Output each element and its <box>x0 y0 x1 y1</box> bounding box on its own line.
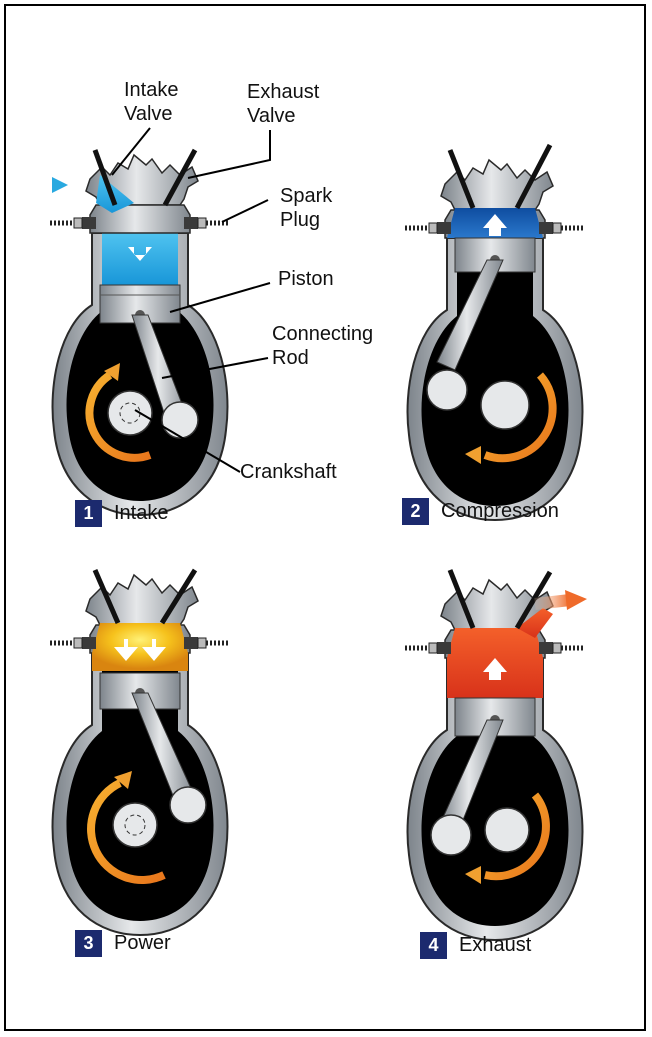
compression-stroke-engine <box>405 143 585 521</box>
stroke-name: Exhaust <box>459 934 532 956</box>
piston-label: Piston <box>278 268 334 290</box>
stroke-name: Power <box>114 932 171 954</box>
step-badge: 3 <box>75 930 102 957</box>
power-stroke-engine <box>50 568 230 936</box>
stroke-caption-1: 1 Intake <box>75 500 168 527</box>
crankshaft-label: Crankshaft <box>240 461 337 483</box>
stroke-name: Compression <box>441 500 559 522</box>
step-badge: 2 <box>402 498 429 525</box>
diagram-frame <box>4 4 646 1031</box>
step-badge: 1 <box>75 500 102 527</box>
label-leaders <box>111 127 271 473</box>
intake-stroke-engine <box>45 148 230 516</box>
exhaust-stroke-engine <box>405 569 587 941</box>
stroke-caption-4: 4 Exhaust <box>420 932 531 959</box>
step-badge: 4 <box>420 932 447 959</box>
stroke-name: Intake <box>114 502 169 524</box>
stroke-caption-2: 2 Compression <box>402 498 559 525</box>
stroke-caption-3: 3 Power <box>75 930 171 957</box>
